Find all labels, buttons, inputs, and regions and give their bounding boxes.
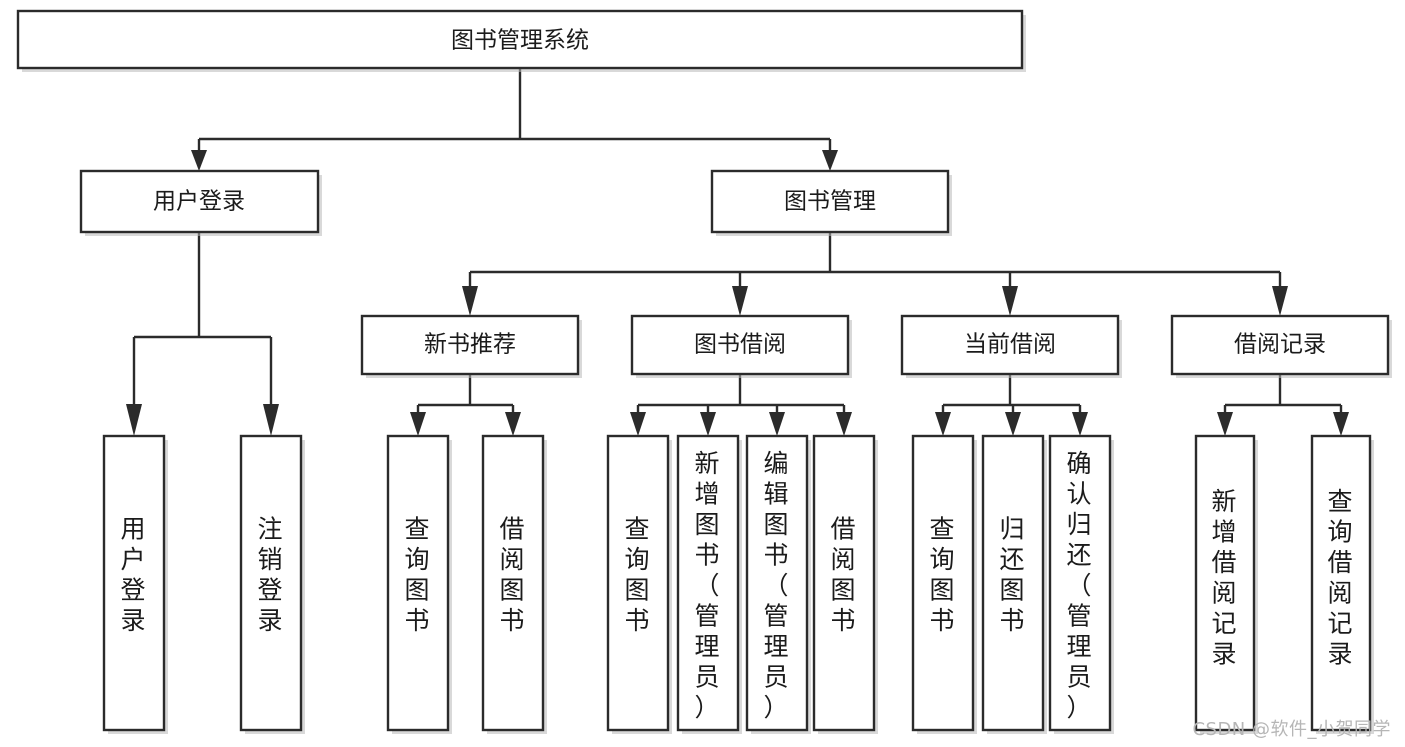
connector-layer [126,68,1349,436]
arrow-head-book-borrow [732,286,748,316]
node-leaf-query-borrow-record[interactable]: 查询借阅记录 [1310,434,1374,734]
node-borrow-record-label: 借阅记录 [1234,332,1326,358]
node-leaf-logout-rect[interactable] [239,434,303,732]
node-current-borrow-rect[interactable] [900,314,1120,376]
node-leaf-user-login[interactable]: 用户登录 [102,434,168,734]
node-book-management-rect[interactable] [710,169,950,234]
node-leaf-query-book-borrow-rect[interactable] [606,434,670,732]
node-leaf-borrow-book-recommend-rect[interactable] [481,434,545,732]
node-user-login-label: 用户登录 [153,189,245,215]
arrow-head-leaf-query-book-current [935,412,951,436]
node-leaf-query-book-current-label: 查询图书 [929,514,956,635]
node-book-borrow[interactable]: 图书借阅 [630,314,852,378]
node-leaf-add-book-admin-rect[interactable] [676,434,740,732]
node-leaf-borrow-book-recommend-label: 借阅图书 [499,514,526,635]
node-leaf-query-book-current-rect[interactable] [911,434,975,732]
node-leaf-borrow-book[interactable]: 借阅图书 [812,434,878,734]
node-leaf-user-login-rect[interactable] [102,434,166,732]
node-user-login-rect[interactable] [79,169,320,234]
arrow-head-new-book-recommend [462,286,478,316]
node-leaf-query-book-recommend-label: 查询图书 [404,514,431,635]
node-leaf-return-book[interactable]: 归还图书 [981,434,1047,734]
arrow-head-leaf-add-book-admin [700,412,716,436]
node-current-borrow[interactable]: 当前借阅 [900,314,1122,378]
node-leaf-return-book-rect[interactable] [981,434,1045,732]
node-leaf-logout-label: 注销登录 [257,514,284,635]
node-book-management[interactable]: 图书管理 [710,169,952,236]
arrow-head-leaf-query-book-recommend [410,412,426,436]
node-book-borrow-rect[interactable] [630,314,850,376]
arrow-head-leaf-borrow-book-recommend [505,412,521,436]
arrow-head-borrow-record [1272,286,1288,316]
node-leaf-add-book-admin[interactable]: 新增图书（管理员） [676,434,742,734]
arrow-head-book-management [822,150,838,171]
arrow-head-leaf-borrow-book [836,412,852,436]
node-new-book-recommend-label: 新书推荐 [424,332,516,358]
arrow-head-leaf-return-book [1005,412,1021,436]
node-leaf-query-book-borrow[interactable]: 查询图书 [606,434,672,734]
node-leaf-query-borrow-record-rect[interactable] [1310,434,1372,732]
arrow-head-leaf-user-login [126,404,142,436]
node-leaf-query-book-recommend-rect[interactable] [386,434,450,732]
node-leaf-borrow-book-recommend[interactable]: 借阅图书 [481,434,547,734]
arrow-head-leaf-query-borrow-record [1333,412,1349,436]
node-leaf-logout[interactable]: 注销登录 [239,434,305,734]
node-leaf-confirm-return-admin[interactable]: 确认归还（管理员） [1048,434,1114,734]
arrow-head-leaf-confirm-return-admin [1072,412,1088,436]
node-current-borrow-label: 当前借阅 [964,332,1056,358]
arrow-head-leaf-query-book-borrow [630,412,646,436]
node-leaf-query-book-current[interactable]: 查询图书 [911,434,977,734]
node-leaf-return-book-label: 归还图书 [999,514,1026,635]
node-book-borrow-label: 图书借阅 [694,332,786,358]
node-root-rect[interactable] [16,9,1024,70]
node-leaf-add-borrow-record-rect[interactable] [1194,434,1256,732]
arrow-head-user-login [191,150,207,171]
node-leaf-query-book-borrow-label: 查询图书 [624,514,651,635]
node-borrow-record[interactable]: 借阅记录 [1170,314,1392,378]
node-new-book-recommend[interactable]: 新书推荐 [360,314,582,378]
node-leaf-borrow-book-label: 借阅图书 [830,514,857,635]
node-leaf-confirm-return-admin-rect[interactable] [1048,434,1112,732]
node-leaf-edit-book-admin-rect[interactable] [745,434,809,732]
node-user-login[interactable]: 用户登录 [79,169,322,236]
node-leaf-add-book-admin-label: 新增图书（管理员） [694,449,721,722]
node-leaf-borrow-book-rect[interactable] [812,434,876,732]
node-leaf-query-borrow-record-label: 查询借阅记录 [1327,487,1354,669]
node-leaf-confirm-return-admin-label: 确认归还（管理员） [1066,449,1093,722]
node-leaf-edit-book-admin[interactable]: 编辑图书（管理员） [745,434,811,734]
arrow-head-leaf-edit-book-admin [769,412,785,436]
node-layer: 图书管理系统 用户登录 图书管理 新书推荐 [16,9,1392,734]
node-book-management-label: 图书管理 [784,189,876,215]
node-leaf-user-login-label: 用户登录 [120,514,147,635]
node-leaf-edit-book-admin-label: 编辑图书（管理员） [763,449,790,722]
node-root[interactable]: 图书管理系统 [16,9,1026,72]
node-leaf-add-borrow-record-label: 新增借阅记录 [1211,487,1238,669]
node-leaf-query-book-recommend[interactable]: 查询图书 [386,434,452,734]
node-leaf-add-borrow-record[interactable]: 新增借阅记录 [1194,434,1258,734]
node-borrow-record-rect[interactable] [1170,314,1390,376]
arrow-head-current-borrow [1002,286,1018,316]
node-root-label: 图书管理系统 [451,28,589,54]
node-new-book-recommend-rect[interactable] [360,314,580,376]
arrow-head-leaf-add-borrow-record [1217,412,1233,436]
arrow-head-leaf-logout [263,404,279,436]
